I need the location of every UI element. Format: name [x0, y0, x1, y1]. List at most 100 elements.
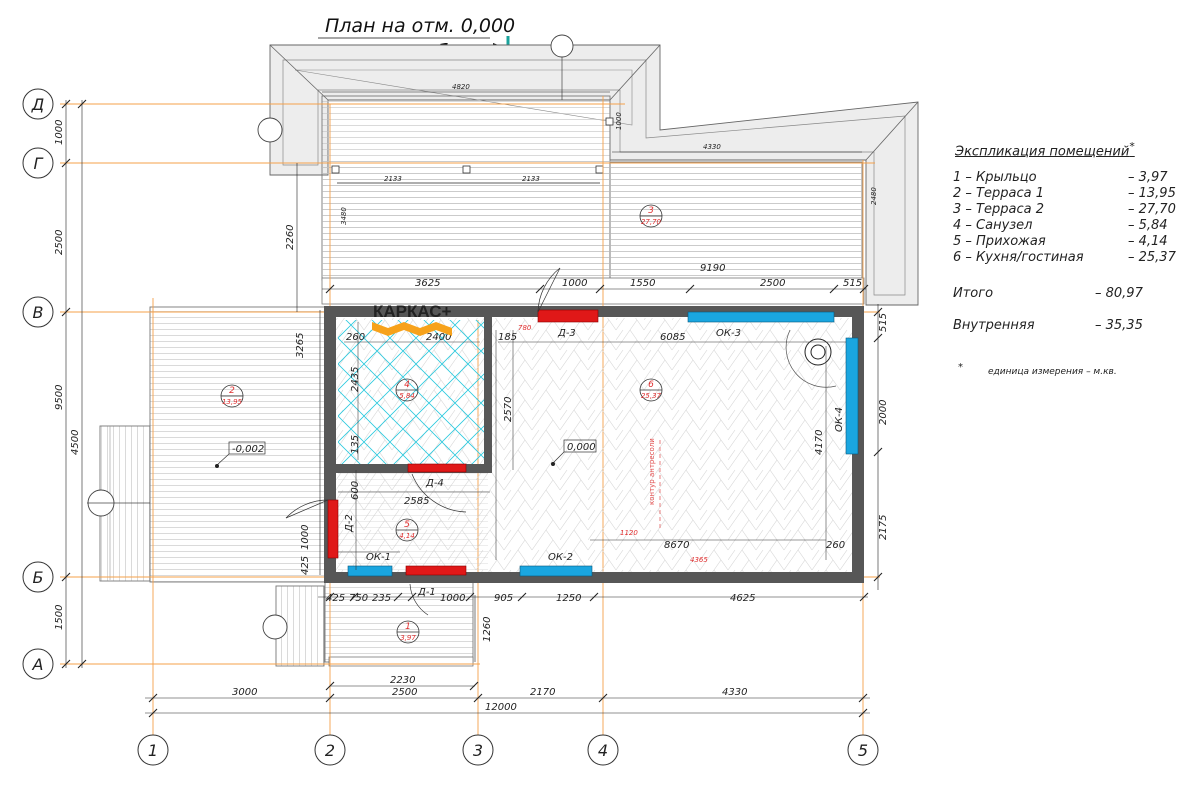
dim-260-b: 260: [826, 540, 845, 551]
dim-2585: 2585: [404, 496, 429, 507]
room-3-area: 27,70: [641, 218, 662, 226]
legend-total-label: Итого: [953, 286, 994, 301]
dim-4330-roof: 4330: [703, 143, 721, 151]
label-ok1: ОК-1: [366, 552, 391, 563]
axis-number-2: 2: [325, 741, 335, 760]
dim-4170: 4170: [814, 430, 825, 455]
label-ok4: ОК-4: [834, 407, 845, 432]
windows: [347, 311, 859, 577]
axis-number-4: 4: [598, 741, 608, 760]
legend-inner-value: – 35,35: [1095, 318, 1143, 333]
legend-value-3: – 27,70: [1128, 202, 1176, 217]
legend-note: единица измерения – м.кв.: [988, 367, 1117, 377]
dim-4820: 4820: [452, 83, 470, 91]
dim-bottom-905: 905: [494, 593, 513, 604]
window-ok3: [687, 311, 835, 323]
room-5-number: 5: [404, 520, 410, 530]
dim-425: 425: [300, 556, 311, 575]
legend-value-2: – 13,95: [1128, 186, 1176, 201]
dim-2570: 2570: [503, 397, 514, 422]
dim-3625: 3625: [415, 278, 440, 289]
axis-number-1: 1: [148, 741, 158, 760]
legend-value-4: – 5,84: [1128, 218, 1168, 233]
axis-letter-A: А: [32, 655, 44, 674]
room-4-number: 4: [404, 380, 410, 390]
room-1-number: 1: [405, 622, 411, 632]
axis-letter-B: Б: [33, 568, 44, 587]
dim-3480: 3480: [340, 207, 348, 225]
dim-bottom-750: 750: [349, 593, 368, 604]
dim-1000-top: 1000: [562, 278, 587, 289]
room-5-area: 4,14: [399, 532, 415, 540]
dim-9190: 9190: [700, 263, 725, 274]
dim-3265: 3265: [295, 333, 306, 358]
door-d3: [537, 309, 599, 323]
dim-left-2500: 2500: [54, 230, 65, 255]
legend-item-3: 3 – Терраса 2: [953, 202, 1044, 217]
room-6-number: 6: [648, 380, 654, 390]
legend-value-6: – 25,37: [1128, 250, 1176, 265]
label-ok3: ОК-3: [716, 328, 741, 339]
dim-bottom-3000: 3000: [232, 687, 257, 698]
room-1-area: 3,97: [400, 634, 416, 642]
room-6-area: 25,37: [641, 392, 662, 400]
mezzanine-contour-label: контур антресоли: [648, 438, 656, 505]
dim-185: 185: [498, 332, 517, 343]
dim-515-right: 515: [878, 313, 889, 332]
bathroom-tiles: [338, 320, 484, 464]
legend-item-6: 6 – Кухня/гостиная: [953, 250, 1084, 265]
dim-2435: 2435: [350, 367, 361, 392]
axis-letter-G: Г: [34, 154, 44, 173]
plan-title: План на отм. 0,000: [325, 15, 515, 37]
dim-2175: 2175: [878, 515, 889, 540]
brand-text: КАРКАС+: [373, 302, 451, 321]
dim-bottom-4330: 4330: [722, 687, 747, 698]
door-d2: [327, 499, 339, 559]
label-d1: Д-1: [417, 587, 436, 598]
door-d1: [405, 565, 467, 576]
label-d3: Д-3: [557, 328, 576, 339]
dim-1120: 1120: [620, 529, 638, 537]
dim-1550: 1550: [630, 278, 655, 289]
level-main: 0,000: [567, 442, 596, 453]
dim-600: 600: [350, 481, 361, 500]
legend-item-5: 5 – Прихожая: [953, 234, 1046, 249]
dim-bottom-12000: 12000: [485, 702, 517, 713]
dim-2400: 2400: [426, 332, 451, 343]
dim-260-a: 260: [346, 332, 365, 343]
legend-item-1: 1 – Крыльцо: [953, 170, 1037, 185]
dim-left-1000: 1000: [54, 120, 65, 145]
axis-number-5: 5: [858, 741, 868, 760]
dim-left-1500: 1500: [54, 605, 65, 630]
dim-bottom-425: 425: [326, 593, 345, 604]
label-ok2: ОК-2: [548, 552, 573, 563]
label-d2: Д-2: [344, 514, 355, 533]
dim-8670: 8670: [664, 540, 689, 551]
legend-note-mark: *: [958, 362, 963, 373]
room-tags: [220, 204, 663, 644]
dim-2500-top: 2500: [760, 278, 785, 289]
dim-1000v: 1000: [300, 525, 311, 550]
axis-markers: [22, 88, 879, 766]
dim-bottom-2170: 2170: [530, 687, 555, 698]
level-terrace: -0,002: [232, 444, 264, 455]
dim-bottom-4625: 4625: [730, 593, 755, 604]
dim-bottom-2500: 2500: [392, 687, 417, 698]
dim-2480: 2480: [870, 187, 878, 205]
axis-number-3: 3: [473, 741, 483, 760]
dim-6085: 6085: [660, 332, 685, 343]
dim-2133-a: 2133: [384, 175, 402, 183]
dim-bottom-235: 235: [372, 593, 391, 604]
terrace-1-deck: [149, 306, 326, 583]
doors: [327, 309, 599, 576]
dim-4365: 4365: [690, 556, 708, 564]
label-d4: Д-4: [425, 478, 444, 489]
dimension-labels: 1000 2500 4500 1500 9500 2260 3265 1000 …: [54, 83, 889, 713]
dim-2133-b: 2133: [522, 175, 540, 183]
brand-logo: КАРКАС+: [372, 302, 452, 336]
dim-left-4500: 4500: [70, 430, 81, 455]
dim-515-top: 515: [843, 278, 862, 289]
dim-1000-roof: 1000: [615, 112, 623, 130]
dim-bottom-1000: 1000: [440, 593, 465, 604]
legend-inner-label: Внутренняя: [953, 318, 1035, 333]
